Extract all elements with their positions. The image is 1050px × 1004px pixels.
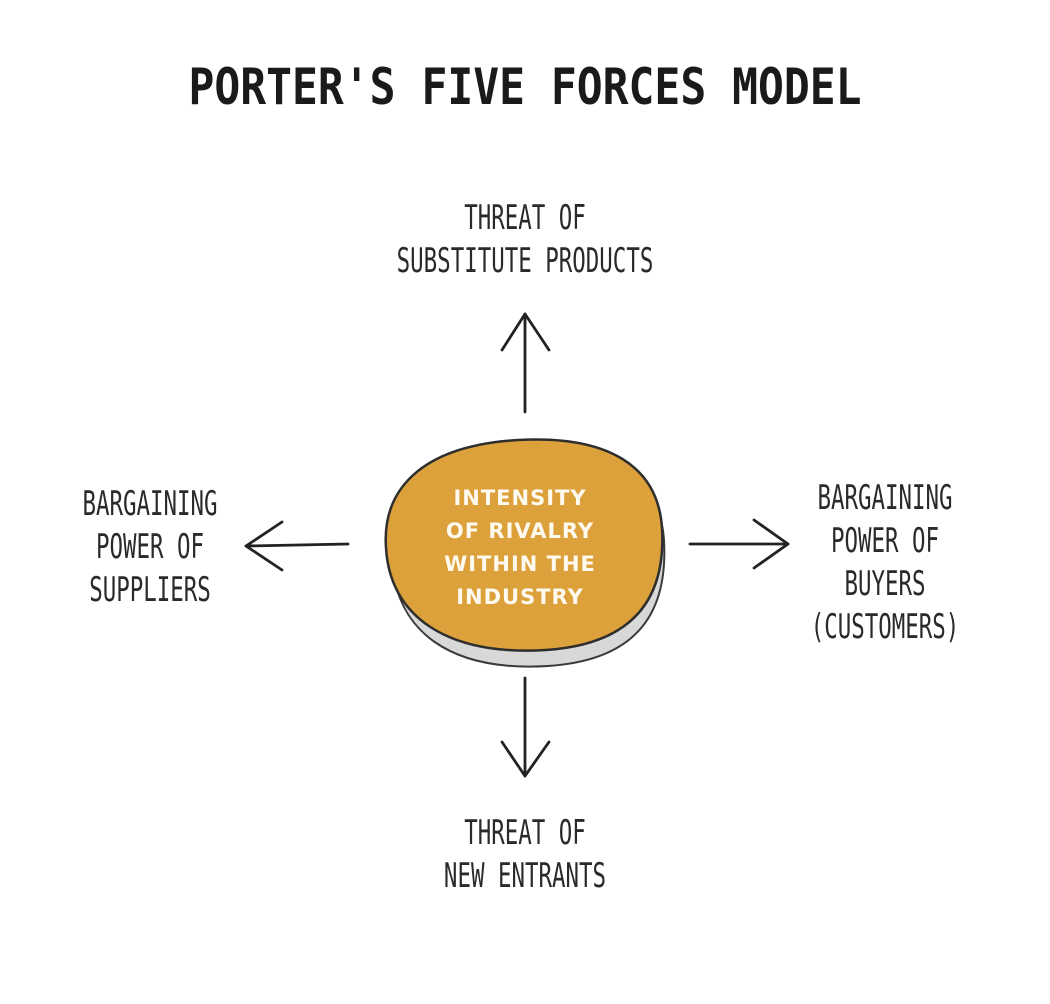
diagram-title: PORTER'S FIVE FORCES MODEL: [188, 58, 862, 116]
force-label-line: BUYERS: [844, 564, 926, 604]
force-label-line: SUBSTITUTE PRODUCTS: [396, 241, 654, 281]
arrow-down-icon: [500, 676, 551, 778]
force-label-line: BARGAINING: [817, 478, 953, 518]
arrow-up-icon: [500, 312, 551, 414]
force-label-line: (CUSTOMERS): [810, 607, 960, 647]
force-label-line: THREAT OF: [464, 813, 586, 853]
force-label-line: THREAT OF: [464, 198, 586, 238]
center-label: INTENSITY OF RIVALRY WITHIN THE INDUSTRY: [385, 482, 655, 614]
arrow-right-icon: [688, 518, 790, 570]
center-label-line: INDUSTRY: [456, 585, 584, 609]
force-label-line: SUPPLIERS: [89, 570, 211, 610]
force-threat-of-new-entrants: THREAT OF NEW ENTRANTS: [357, 812, 694, 898]
center-disc: [384, 438, 664, 652]
force-label-line: NEW ENTRANTS: [443, 856, 607, 896]
force-label-line: POWER OF: [95, 527, 205, 567]
force-threat-of-substitutes: THREAT OF SUBSTITUTE PRODUCTS: [357, 197, 694, 283]
center-label-line: INTENSITY: [453, 486, 587, 510]
center-label-line: OF RIVALRY: [445, 519, 595, 543]
force-buyer-power: BARGAINING POWER OF BUYERS (CUSTOMERS): [799, 477, 971, 649]
center-label-line: WITHIN THE: [444, 552, 596, 576]
force-label-line: POWER OF: [830, 521, 940, 561]
arrow-left-icon: [244, 520, 350, 572]
force-supplier-power: BARGAINING POWER OF SUPPLIERS: [64, 483, 236, 612]
force-label-line: BARGAINING: [82, 484, 218, 524]
